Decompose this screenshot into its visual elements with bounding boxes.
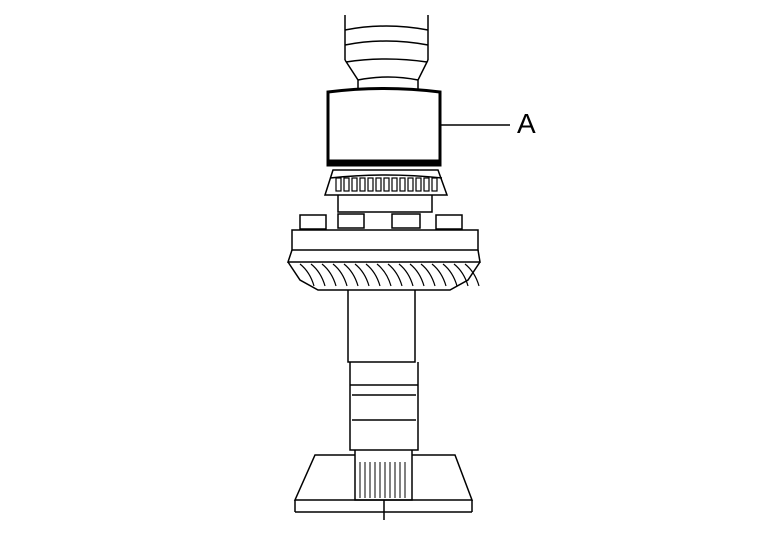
gear-tooth bbox=[409, 263, 425, 287]
bearing-roller bbox=[343, 177, 350, 192]
gear-tooth bbox=[332, 263, 348, 287]
gear-tooth bbox=[453, 263, 469, 287]
ring-gear-bolts bbox=[299, 213, 463, 230]
bearing-roller bbox=[335, 177, 342, 192]
bearing-roller bbox=[391, 177, 398, 192]
bearing-roller bbox=[351, 177, 358, 192]
bearing bbox=[323, 169, 449, 213]
gear-tooth bbox=[420, 263, 436, 287]
gear-tooth bbox=[321, 263, 337, 287]
bearing-roller bbox=[375, 177, 382, 192]
bearing-roller bbox=[399, 177, 406, 192]
gear-tooth bbox=[442, 263, 458, 287]
bearing-roller bbox=[359, 177, 366, 192]
installer-tool-a bbox=[326, 87, 442, 167]
base-fixture bbox=[293, 454, 474, 520]
pinion-shaft bbox=[347, 290, 419, 501]
ring-gear bbox=[286, 229, 481, 291]
gear-tooth bbox=[387, 263, 403, 287]
bearing-roller bbox=[367, 177, 374, 192]
bearing-roller bbox=[407, 177, 414, 192]
gear-tooth bbox=[354, 263, 370, 287]
bearing-roller bbox=[383, 177, 390, 192]
gear-tooth bbox=[343, 263, 359, 287]
gear-tooth bbox=[376, 263, 392, 287]
gear-tooth bbox=[464, 263, 480, 287]
bearing-roller bbox=[415, 177, 422, 192]
gear-tooth bbox=[299, 263, 315, 287]
bearing-roller bbox=[423, 177, 430, 192]
driver-handle bbox=[344, 15, 429, 90]
callout-label-a: A bbox=[517, 108, 536, 139]
gear-tooth bbox=[398, 263, 414, 287]
bearing-roller bbox=[431, 177, 438, 192]
gear-tooth bbox=[431, 263, 447, 287]
gear-tooth bbox=[310, 263, 326, 287]
gear-tooth bbox=[365, 263, 381, 287]
